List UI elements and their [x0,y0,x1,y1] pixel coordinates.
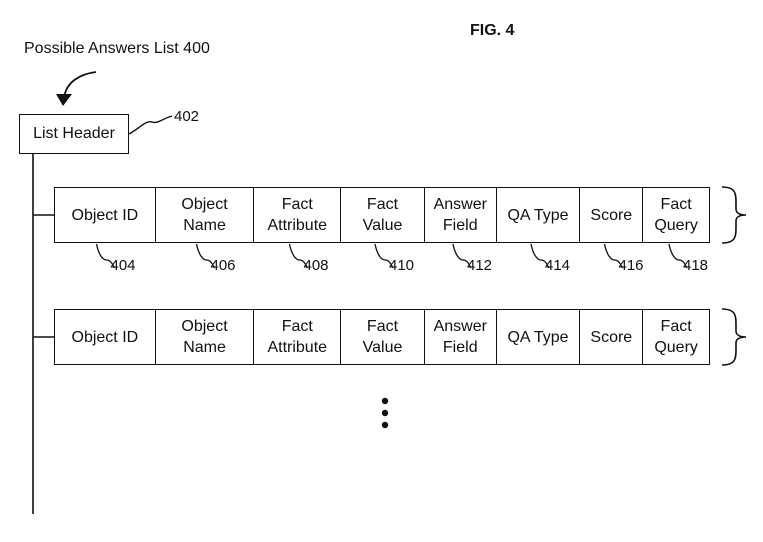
ref-406: 406 [210,257,236,274]
cell-fact-value: Fact Value [341,310,425,364]
cell-object-name: Object Name [156,188,255,242]
leader-412 [452,243,472,269]
ref-404: 404 [110,257,136,274]
figure-label: FIG. 4 [470,22,515,39]
cell-qa-type: QA Type [497,310,581,364]
leader-414 [530,243,550,269]
list-title: Possible Answers List 400 [24,40,210,57]
ref-402: 402 [174,108,200,125]
cell-object-id: Object ID [55,188,156,242]
cell-score: Score [580,310,644,364]
cell-object-id: Object ID [55,310,156,364]
ellipsis-dot [381,397,389,405]
list-header-box: List Header [19,114,129,154]
list-header-label: List Header [33,125,115,142]
cell-score: Score [580,188,644,242]
cell-fact-query: Fact Query [654,196,698,234]
leader-402 [128,115,173,135]
leader-408 [288,243,309,269]
ref-412: 412 [467,257,493,274]
ref-416: 416 [618,257,644,274]
cell-fact-query: Fact Query [654,318,698,356]
cell-object-name: Object Name [156,310,255,364]
cell-answer-field: Answer Field [425,310,497,364]
cell-qa-type: QA Type [497,188,581,242]
cell-answer-field: Answer Field [425,188,497,242]
cell-fact-value: Fact Value [341,188,425,242]
cell-fact-attribute: Fact Attribute [254,188,342,242]
leader-418 [668,243,688,269]
ref-418: 418 [683,257,709,274]
brace-record-1 [721,186,747,244]
ref-408: 408 [303,257,329,274]
ref-414: 414 [545,257,571,274]
ref-410: 410 [389,257,415,274]
leader-406 [195,243,216,269]
brace-record-2 [721,308,747,366]
ellipsis-dot [381,409,389,417]
leader-404 [95,243,116,269]
title-arrowhead [56,94,72,106]
leader-416 [603,243,624,269]
leader-410 [374,243,394,269]
cell-fact-attribute: Fact Attribute [254,310,342,364]
ellipsis-dot [381,421,389,429]
